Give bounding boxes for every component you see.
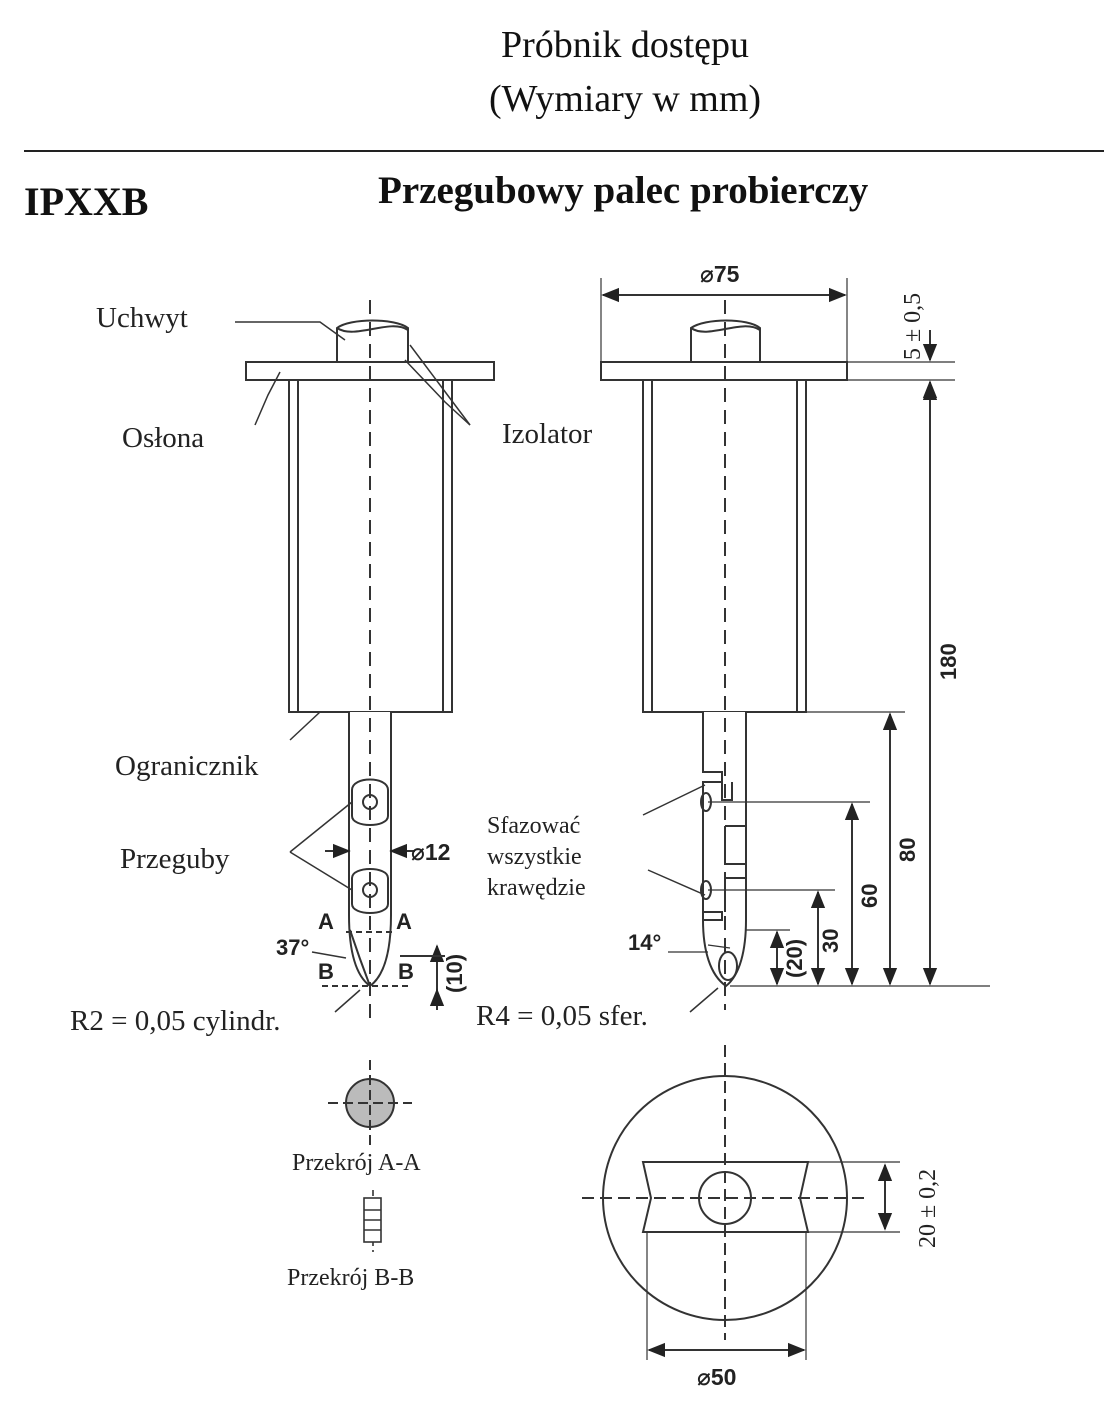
label-radius-right: R4 = 0,05 sfer. bbox=[476, 1000, 648, 1032]
dim-total-length: 180 bbox=[936, 643, 961, 680]
label-chamfer-1: Sfazować bbox=[487, 813, 580, 839]
label-handle: Uchwyt bbox=[96, 302, 188, 334]
label-chamfer-3: krawędzie bbox=[487, 875, 586, 901]
label-insulator: Izolator bbox=[502, 418, 593, 450]
left-view bbox=[235, 300, 495, 1020]
dim-plate-thickness: 5 ± 0,5 bbox=[900, 293, 926, 360]
dim-joint1-distance: 60 bbox=[857, 884, 882, 908]
section-mark-b-left: B bbox=[318, 959, 334, 984]
dim-angle-left: 37° bbox=[276, 935, 309, 960]
label-stop: Ogranicznik bbox=[115, 750, 259, 782]
dim-finger-length: 80 bbox=[895, 838, 920, 862]
section-bb bbox=[363, 1190, 382, 1252]
section-mark-a-left: A bbox=[318, 909, 334, 934]
dim-finger-diameter: ⌀12 bbox=[411, 839, 450, 865]
dim-tip-ref-right: (20) bbox=[782, 939, 807, 978]
section-mark-b-right: B bbox=[398, 959, 414, 984]
dim-joint2-distance: 30 bbox=[818, 929, 843, 953]
title-block: Próbnik dostępu (Wymiary w mm) bbox=[135, 18, 1117, 126]
dim-slot-width: 20 ± 0,2 bbox=[915, 1169, 941, 1248]
bottom-view bbox=[582, 1045, 900, 1360]
dim-diameter-top: ⌀75 bbox=[700, 261, 740, 287]
section-mark-a-right: A bbox=[396, 909, 412, 934]
page-title: Próbnik dostępu bbox=[500, 24, 750, 66]
dim-diameter-bottom: ⌀50 bbox=[697, 1364, 736, 1390]
label-section-bb: Przekrój B-B bbox=[287, 1265, 414, 1291]
section-aa bbox=[328, 1060, 412, 1146]
page-subtitle: (Wymiary w mm) bbox=[488, 78, 762, 120]
drawing-heading: Przegubowy palec probierczy bbox=[378, 169, 869, 212]
label-joints: Przeguby bbox=[120, 843, 230, 875]
label-radius-left: R2 = 0,05 cylindr. bbox=[70, 1005, 281, 1037]
right-view bbox=[600, 278, 990, 1013]
label-guard: Osłona bbox=[122, 422, 204, 454]
protection-code: IPXXB bbox=[24, 179, 149, 224]
header-rule bbox=[24, 150, 1104, 152]
label-chamfer-2: wszystkie bbox=[487, 844, 582, 870]
label-section-aa: Przekrój A-A bbox=[292, 1150, 421, 1176]
dim-angle-right: 14° bbox=[628, 930, 661, 955]
dim-tip-ref-left: (10) bbox=[442, 954, 467, 993]
